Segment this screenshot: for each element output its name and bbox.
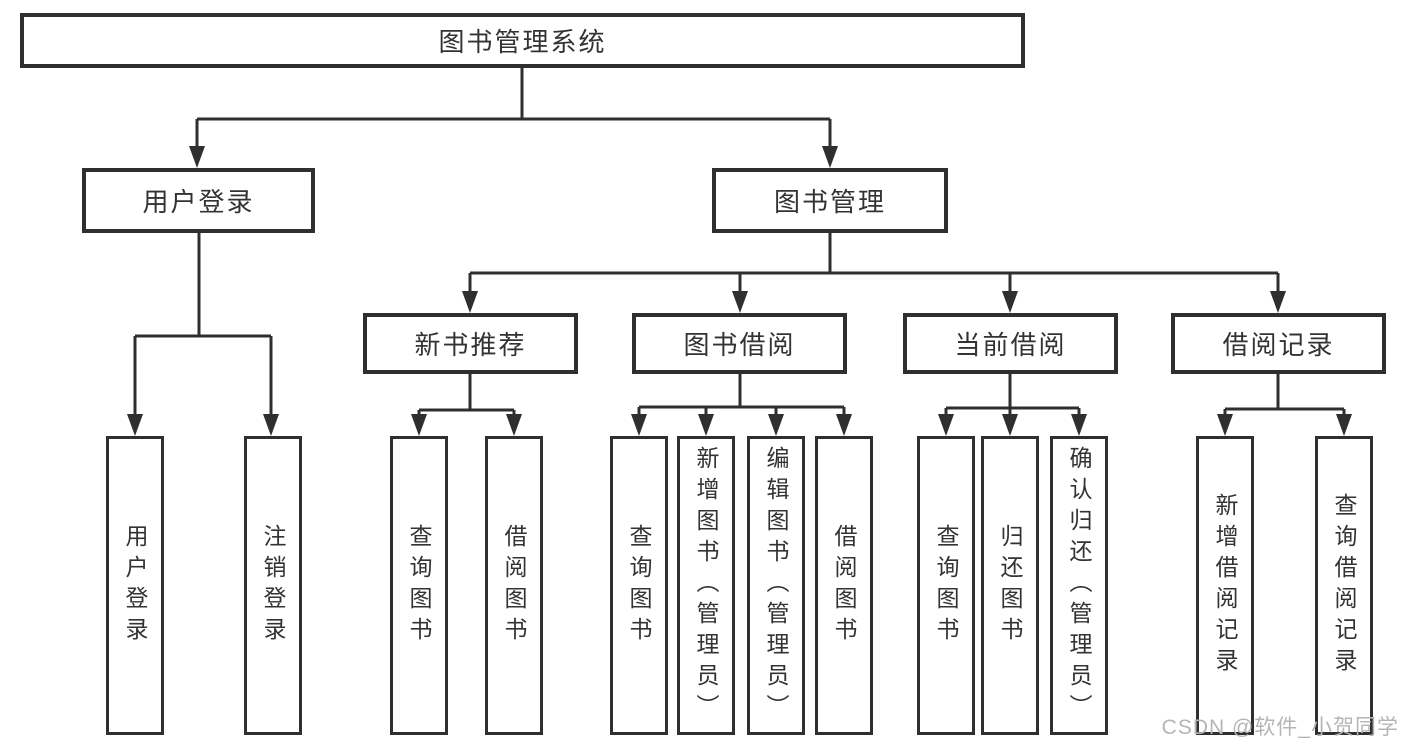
node-label: 借阅图书 [501,523,527,648]
node-label: 确认归还（管理员） [1066,446,1092,725]
leaf-query-borrow-record: 查询借阅记录 [1315,436,1373,735]
node-label: 查询图书 [933,523,959,648]
node-label: 借阅记录 [1222,330,1335,360]
leaf-logout: 注销登录 [244,436,302,735]
connector-user-login [133,233,273,416]
leaf-confirm-return-admin: 确认归还（管理员） [1050,436,1108,735]
node-current-borrow: 当前借阅 [903,313,1118,374]
node-label: 借阅图书 [831,523,857,648]
leaf-query-books-current: 查询图书 [917,436,975,735]
leaf-user-login: 用户登录 [106,436,164,735]
node-label: 图书管理系统 [438,27,607,57]
leaf-add-borrow-record: 新增借阅记录 [1196,436,1254,735]
node-label: 新增借阅记录 [1212,492,1238,679]
node-label: 用户登录 [122,523,148,648]
node-label: 图书借阅 [683,330,796,360]
leaf-borrow-books-recommend: 借阅图书 [485,436,543,735]
node-label: 编辑图书（管理员） [763,446,789,725]
connector-book-management [468,233,1280,293]
csdn-watermark: CSDN @软件_小贺同学 [1161,716,1399,739]
node-label: 图书管理 [773,187,886,217]
leaf-query-books-recommend: 查询图书 [390,436,448,735]
node-borrow-records: 借阅记录 [1171,313,1386,374]
leaf-add-book-admin: 新增图书（管理员） [677,436,735,735]
arrowheads [127,146,1352,436]
node-label: 注销登录 [260,523,286,648]
leaf-query-books-borrow: 查询图书 [610,436,668,735]
node-label: 新书推荐 [414,330,527,360]
node-book-management: 图书管理 [712,168,948,233]
node-book-borrow: 图书借阅 [632,313,847,374]
node-new-book-recommend: 新书推荐 [363,313,578,374]
connector-borrow-records [1223,374,1346,416]
connector-new-book-recommend [417,374,516,416]
node-label: 新增图书（管理员） [693,446,719,725]
node-user-login: 用户登录 [82,168,315,233]
node-label: 查询借阅记录 [1331,492,1357,679]
leaf-edit-book-admin: 编辑图书（管理员） [747,436,805,735]
leaf-return-books: 归还图书 [981,436,1039,735]
node-label: 当前借阅 [954,330,1067,360]
node-label: 归还图书 [997,523,1023,648]
node-label: 查询图书 [406,523,432,648]
connector-root [195,68,832,148]
node-label: 用户登录 [142,187,255,217]
connector-book-borrow [637,374,846,416]
connector-current-borrow [944,374,1081,416]
leaf-borrow-books: 借阅图书 [815,436,873,735]
node-root-library-system: 图书管理系统 [20,13,1025,68]
node-label: 查询图书 [626,523,652,648]
